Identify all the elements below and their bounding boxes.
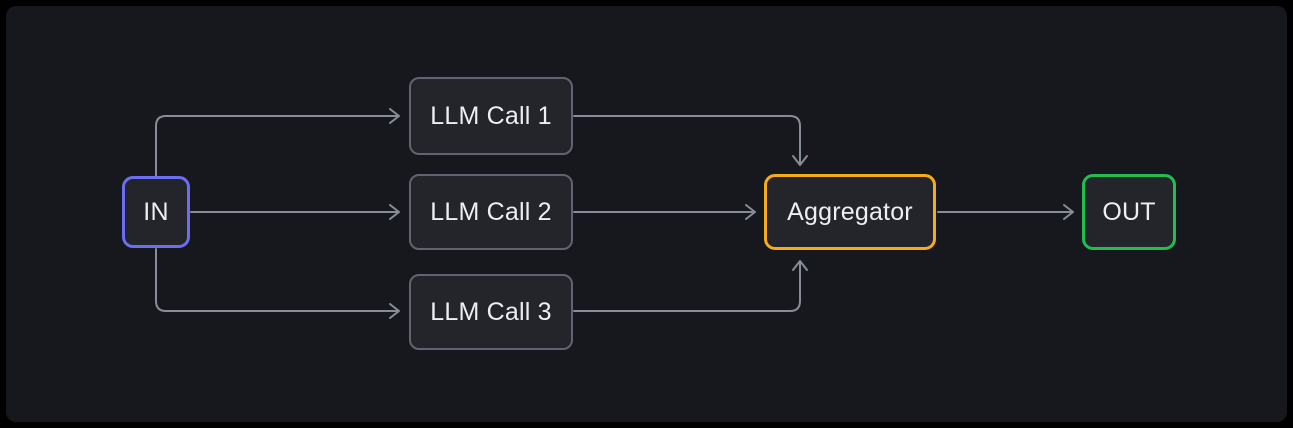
node-llm-call-3-label: LLM Call 3 [430, 297, 552, 326]
node-out-label: OUT [1102, 197, 1156, 226]
node-llm-call-2-label: LLM Call 2 [430, 197, 552, 226]
node-aggregator[interactable]: Aggregator [764, 174, 936, 250]
node-llm-call-2[interactable]: LLM Call 2 [409, 174, 573, 250]
node-llm-call-3[interactable]: LLM Call 3 [409, 274, 573, 350]
node-out[interactable]: OUT [1082, 174, 1176, 250]
node-in[interactable]: IN [122, 176, 190, 248]
node-llm-call-1-label: LLM Call 1 [430, 101, 552, 130]
node-in-label: IN [143, 197, 169, 226]
node-llm-call-1[interactable]: LLM Call 1 [409, 77, 573, 155]
node-aggregator-label: Aggregator [787, 197, 913, 226]
